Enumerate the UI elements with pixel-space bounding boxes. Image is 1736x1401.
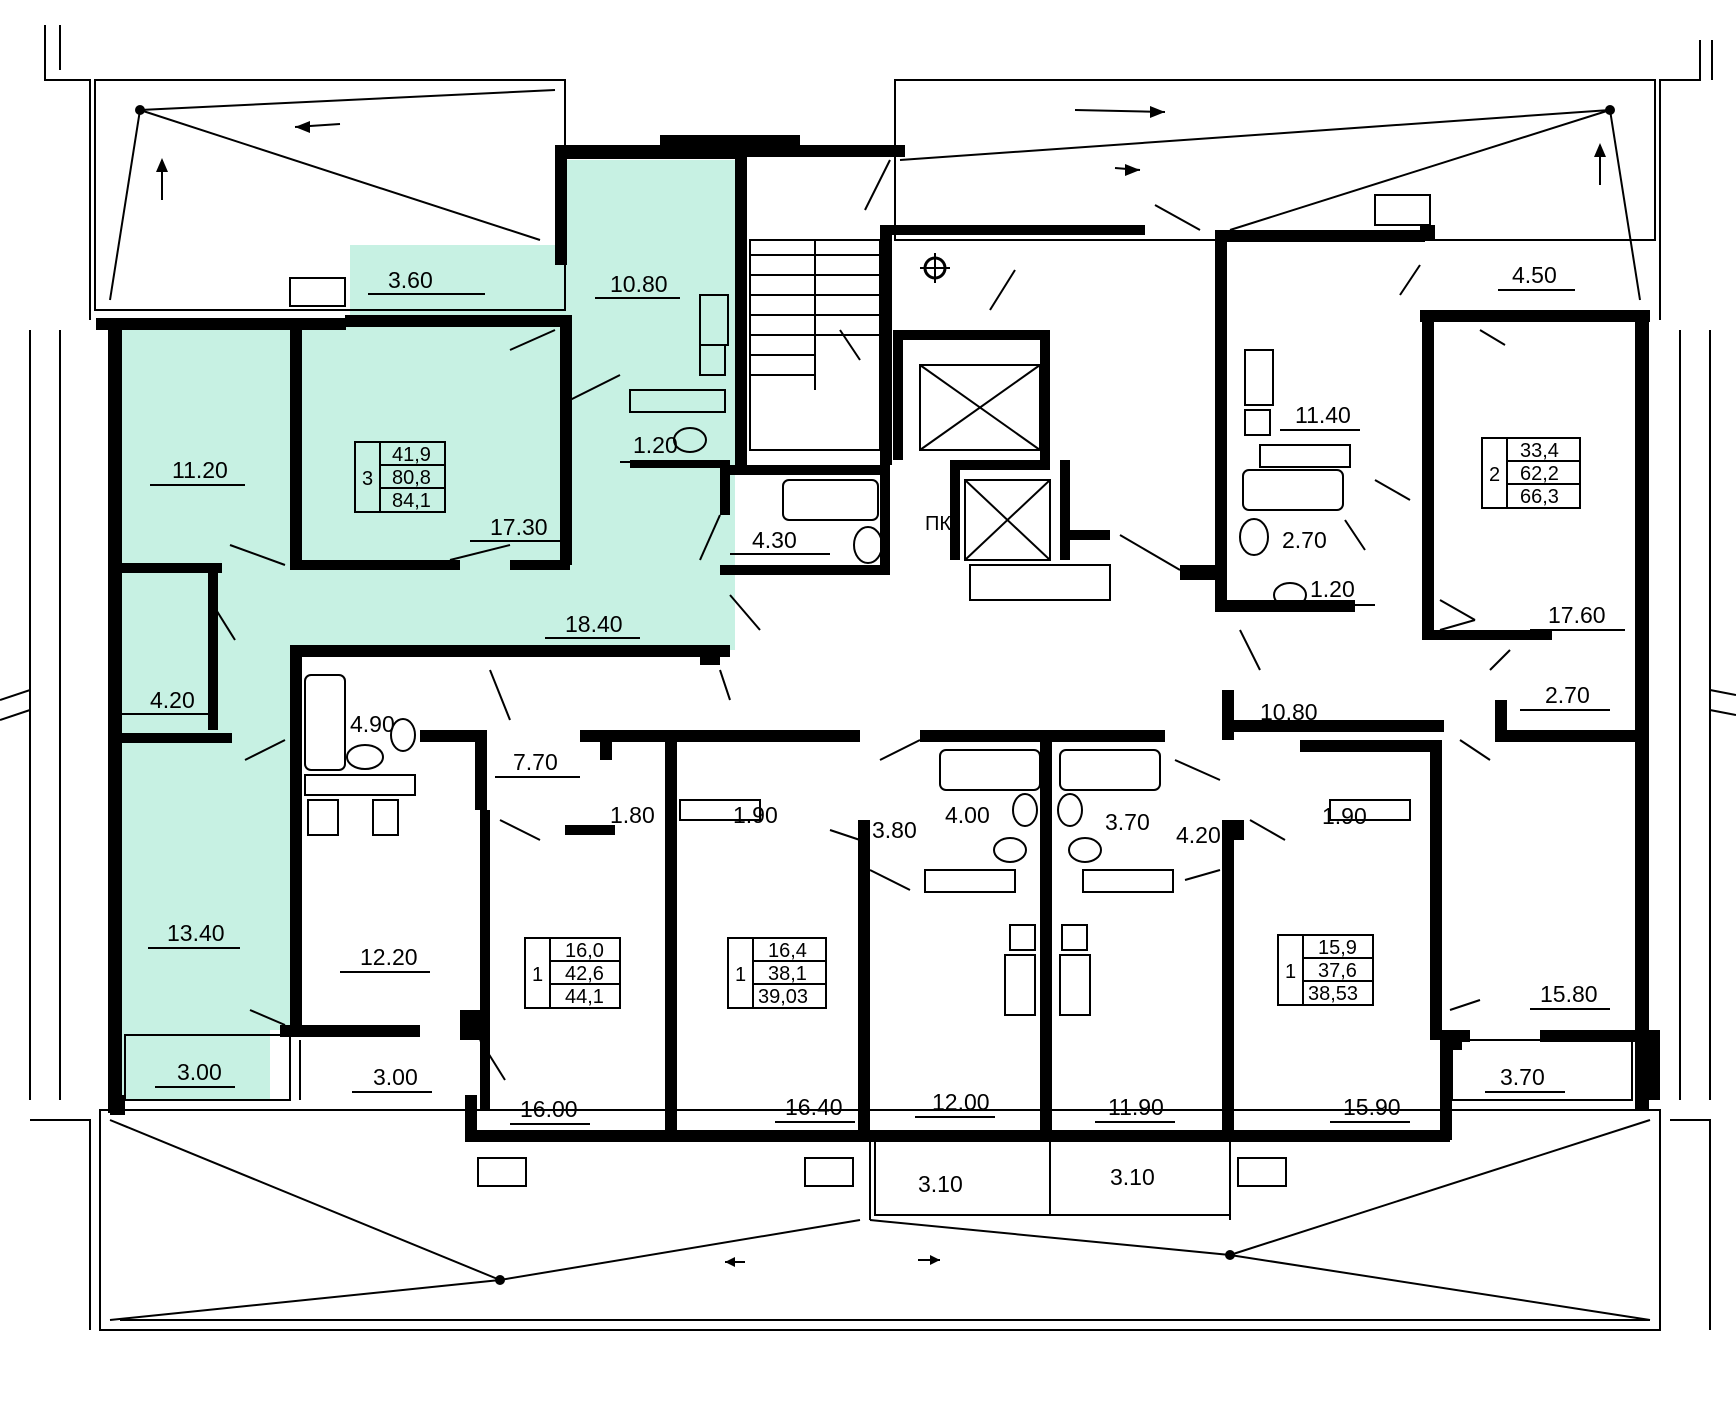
label-underlines xyxy=(120,289,1625,1125)
svg-text:42,6: 42,6 xyxy=(565,963,604,985)
room-area: 2.70 xyxy=(1545,682,1590,708)
room-area: 11.40 xyxy=(1295,402,1351,428)
room-area: 11.90 xyxy=(1108,1094,1164,1120)
room-area: 18.40 xyxy=(565,611,623,637)
room-area: 15.80 xyxy=(1540,981,1598,1007)
svg-text:2: 2 xyxy=(1489,464,1500,486)
svg-text:37,6: 37,6 xyxy=(1318,960,1357,982)
room-area: 3.60 xyxy=(388,267,433,293)
room-area: 12.20 xyxy=(360,944,418,970)
room-area: 1.20 xyxy=(633,432,678,458)
room-area: 4.20 xyxy=(1176,822,1221,848)
room-area: 3.80 xyxy=(872,817,917,843)
room-area: 3.10 xyxy=(918,1171,963,1197)
riser-icon xyxy=(920,253,950,283)
radiator-icon xyxy=(289,194,1431,1187)
apartment-summary-2room: 2 33,4 62,2 66,3 xyxy=(1481,437,1581,509)
room-area: 4.00 xyxy=(945,802,990,828)
room-area: 1.80 xyxy=(610,802,655,828)
room-area: 3.70 xyxy=(1105,809,1150,835)
svg-text:1: 1 xyxy=(735,964,746,986)
svg-text:80,8: 80,8 xyxy=(392,467,431,489)
svg-text:15,9: 15,9 xyxy=(1318,937,1357,959)
pk-label: ПК xyxy=(925,513,951,535)
bathtub-icon xyxy=(304,469,1344,791)
room-area: 4.50 xyxy=(1512,262,1557,288)
apartment-summary-1room-b: 1 16,4 38,1 39,03 xyxy=(727,937,827,1009)
svg-text:16,4: 16,4 xyxy=(768,940,807,962)
room-area: 4.20 xyxy=(150,687,195,713)
room-area: 17.30 xyxy=(490,514,548,540)
svg-text:84,1: 84,1 xyxy=(392,490,431,512)
room-area: 4.30 xyxy=(752,527,797,553)
room-area: 1.90 xyxy=(1322,803,1367,829)
slope-arrows xyxy=(156,106,1606,1267)
svg-text:44,1: 44,1 xyxy=(565,986,604,1008)
elevator-icon xyxy=(919,364,1111,601)
room-area: 3.00 xyxy=(373,1064,418,1090)
svg-text:33,4: 33,4 xyxy=(1520,440,1559,462)
room-area: 12.00 xyxy=(932,1089,990,1115)
room-area: 4.90 xyxy=(350,711,395,737)
room-area: 17.60 xyxy=(1548,602,1606,628)
room-area: 16.00 xyxy=(520,1096,578,1122)
room-labels: 3.60 10.80 11.20 17.30 1.20 4.30 18.40 4… xyxy=(150,262,1606,1197)
room-area: 3.70 xyxy=(1500,1064,1545,1090)
room-area: 2.70 xyxy=(1282,527,1327,553)
room-area: 15.90 xyxy=(1343,1094,1401,1120)
stair-icon xyxy=(749,239,881,451)
svg-text:66,3: 66,3 xyxy=(1520,486,1559,508)
walls xyxy=(96,135,1660,1142)
room-area: 3.00 xyxy=(177,1059,222,1085)
svg-text:1: 1 xyxy=(532,964,543,986)
door-swings xyxy=(209,159,1511,1081)
room-area: 13.40 xyxy=(167,920,225,946)
apartment-summary-1room-a: 1 16,0 42,6 44,1 xyxy=(524,937,621,1009)
svg-text:38,1: 38,1 xyxy=(768,963,807,985)
room-area: 1.90 xyxy=(733,802,778,828)
room-area: 1.20 xyxy=(1310,576,1355,602)
sink-icon xyxy=(346,344,1271,951)
svg-text:16,0: 16,0 xyxy=(565,940,604,962)
svg-text:62,2: 62,2 xyxy=(1520,463,1559,485)
apartment-summary-3room: 3 41,9 80,8 84,1 xyxy=(354,441,446,513)
svg-text:3: 3 xyxy=(362,468,373,490)
svg-text:39,03: 39,03 xyxy=(758,986,808,1008)
stove-icon xyxy=(307,294,1274,1016)
room-area: 16.40 xyxy=(785,1094,843,1120)
svg-text:1: 1 xyxy=(1285,961,1296,983)
room-area: 10.80 xyxy=(1260,699,1318,725)
room-area: 11.20 xyxy=(172,457,228,483)
svg-text:38,53: 38,53 xyxy=(1308,983,1358,1005)
balconies xyxy=(124,1034,1633,1220)
room-area: 3.10 xyxy=(1110,1164,1155,1190)
room-area: 10.80 xyxy=(610,271,668,297)
svg-text:41,9: 41,9 xyxy=(392,444,431,466)
toilet-icon xyxy=(390,427,1307,863)
apartment-summary-1room-c: 1 15,9 37,6 38,53 xyxy=(1277,934,1374,1006)
outer-outline xyxy=(0,25,1736,1331)
room-area: 7.70 xyxy=(513,749,558,775)
